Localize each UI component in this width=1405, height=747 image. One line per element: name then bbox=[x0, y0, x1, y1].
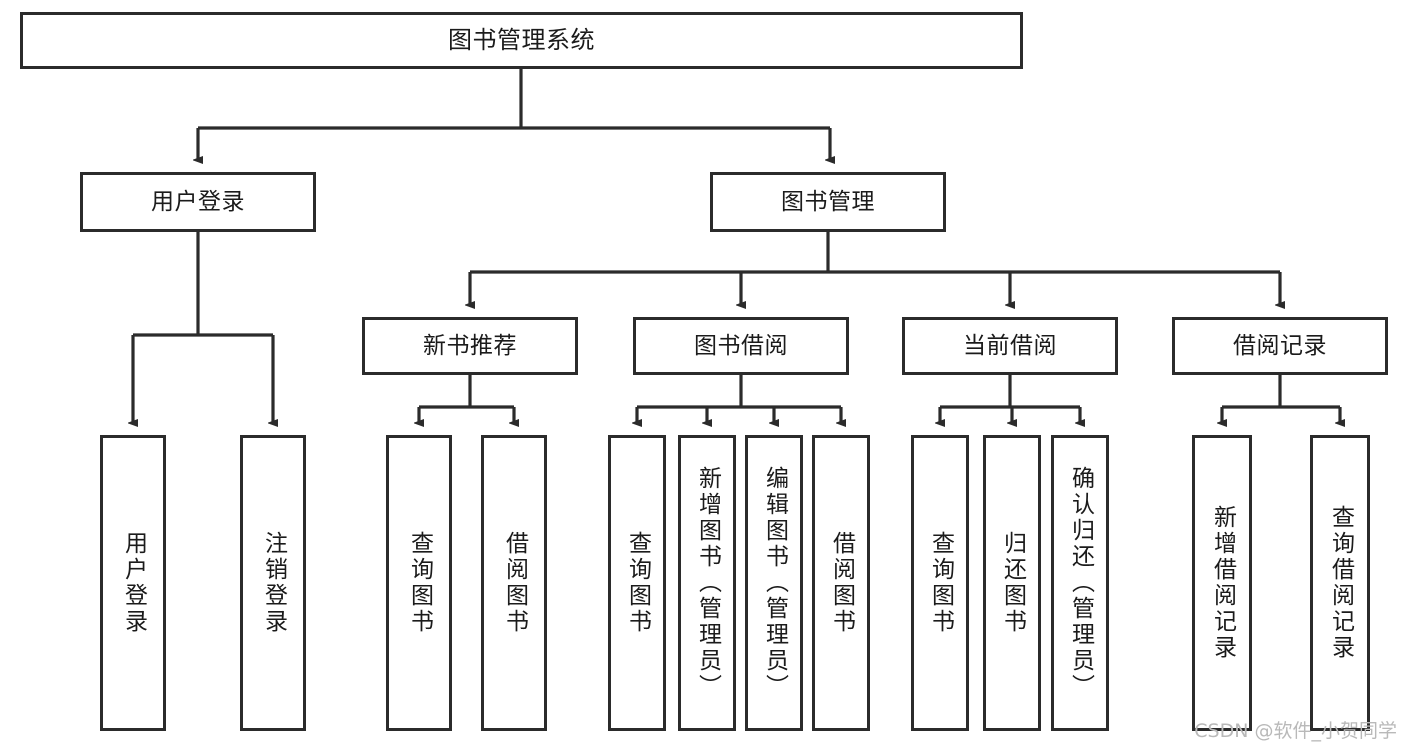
node-leaf-borrow-book-2[interactable]: 借阅图书 bbox=[812, 435, 870, 731]
node-leaf-user-login-label: 用户登录 bbox=[120, 531, 147, 635]
node-leaf-add-book-admin[interactable]: 新增图书（管理员） bbox=[678, 435, 736, 731]
node-leaf-user-logout[interactable]: 注销登录 bbox=[240, 435, 306, 731]
node-new-book-rec-label: 新书推荐 bbox=[423, 332, 517, 359]
node-leaf-return-book-label: 归还图书 bbox=[999, 531, 1026, 635]
node-leaf-borrow-book-1-label: 借阅图书 bbox=[501, 531, 528, 635]
node-book-manage-label: 图书管理 bbox=[781, 188, 875, 215]
node-leaf-query-book-3[interactable]: 查询图书 bbox=[911, 435, 969, 731]
node-leaf-user-logout-label: 注销登录 bbox=[260, 531, 287, 635]
node-leaf-add-book-admin-label: 新增图书（管理员） bbox=[694, 466, 721, 700]
node-leaf-query-book-1-label: 查询图书 bbox=[406, 531, 433, 635]
node-leaf-query-book-1[interactable]: 查询图书 bbox=[386, 435, 452, 731]
node-leaf-borrow-book-2-label: 借阅图书 bbox=[828, 531, 855, 635]
node-leaf-query-book-3-label: 查询图书 bbox=[927, 531, 954, 635]
node-leaf-query-book-2[interactable]: 查询图书 bbox=[608, 435, 666, 731]
node-leaf-borrow-book-1[interactable]: 借阅图书 bbox=[481, 435, 547, 731]
watermark-text: CSDN @软件_小贺同学 bbox=[1194, 720, 1397, 742]
node-root-label: 图书管理系统 bbox=[448, 25, 595, 54]
node-leaf-query-borrow-record-label: 查询借阅记录 bbox=[1327, 505, 1354, 661]
node-leaf-user-login[interactable]: 用户登录 bbox=[100, 435, 166, 731]
node-leaf-add-borrow-record-label: 新增借阅记录 bbox=[1209, 505, 1236, 661]
node-book-borrow-label: 图书借阅 bbox=[694, 332, 788, 359]
node-leaf-query-book-2-label: 查询图书 bbox=[624, 531, 651, 635]
node-book-manage[interactable]: 图书管理 bbox=[710, 172, 946, 232]
node-leaf-confirm-return-admin-label: 确认归还（管理员） bbox=[1067, 466, 1094, 700]
node-leaf-edit-book-admin-label: 编辑图书（管理员） bbox=[761, 466, 788, 700]
node-root[interactable]: 图书管理系统 bbox=[20, 12, 1023, 69]
node-leaf-add-borrow-record[interactable]: 新增借阅记录 bbox=[1192, 435, 1252, 731]
node-book-borrow[interactable]: 图书借阅 bbox=[633, 317, 849, 375]
node-new-book-rec[interactable]: 新书推荐 bbox=[362, 317, 578, 375]
node-leaf-return-book[interactable]: 归还图书 bbox=[983, 435, 1041, 731]
node-current-borrow-label: 当前借阅 bbox=[963, 332, 1057, 359]
node-borrow-record-label: 借阅记录 bbox=[1233, 332, 1327, 359]
node-borrow-record[interactable]: 借阅记录 bbox=[1172, 317, 1388, 375]
node-leaf-query-borrow-record[interactable]: 查询借阅记录 bbox=[1310, 435, 1370, 731]
node-current-borrow[interactable]: 当前借阅 bbox=[902, 317, 1118, 375]
node-leaf-edit-book-admin[interactable]: 编辑图书（管理员） bbox=[745, 435, 803, 731]
node-user-login[interactable]: 用户登录 bbox=[80, 172, 316, 232]
node-user-login-label: 用户登录 bbox=[151, 188, 245, 215]
node-leaf-confirm-return-admin[interactable]: 确认归还（管理员） bbox=[1051, 435, 1109, 731]
